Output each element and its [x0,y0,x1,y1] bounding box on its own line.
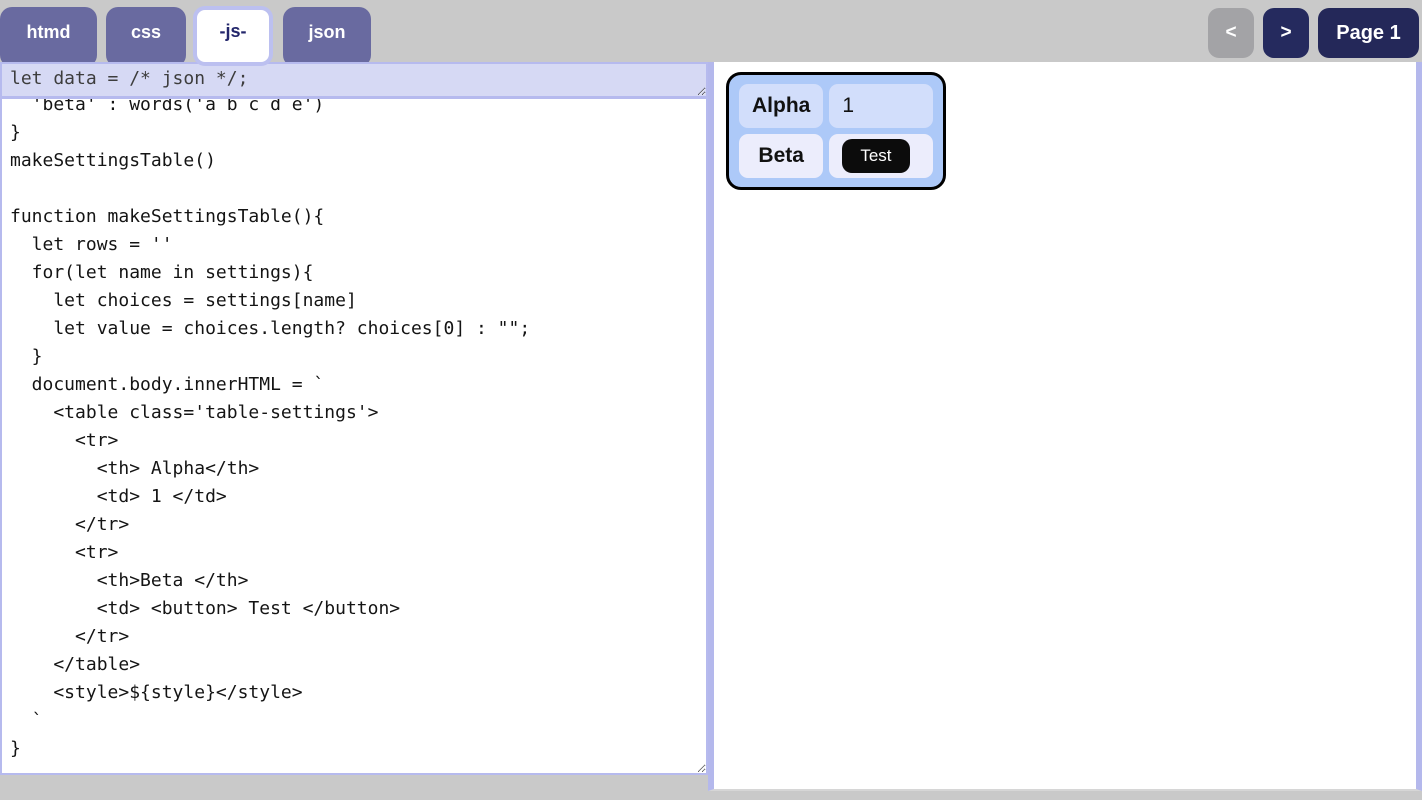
tab-css[interactable]: css [106,7,186,67]
tab-htmd[interactable]: htmd [0,7,97,67]
tab-json[interactable]: json [283,7,371,67]
data-declaration-textarea[interactable]: let data = /* json */; [0,62,708,98]
setting-value-cell: 1 [829,84,934,128]
setting-value-cell: Test [829,134,934,178]
prev-page-button[interactable]: < [1208,8,1254,58]
settings-table-card: Alpha 1 Beta Test [726,72,947,190]
js-code-editor-textarea[interactable]: 'beta' : words('a b c d e') } makeSettin… [0,97,708,775]
setting-name-cell: Alpha [739,84,824,128]
test-button[interactable]: Test [842,139,910,173]
tab-js-active[interactable]: -js- [193,6,273,66]
preview-panel: Alpha 1 Beta Test [708,62,1422,791]
table-row: Alpha 1 [739,84,934,128]
page-indicator-button[interactable]: Page 1 [1318,8,1419,58]
settings-table: Alpha 1 Beta Test [733,78,939,184]
setting-name-cell: Beta [739,134,824,178]
next-page-button[interactable]: > [1263,8,1309,58]
table-row: Beta Test [739,134,934,178]
